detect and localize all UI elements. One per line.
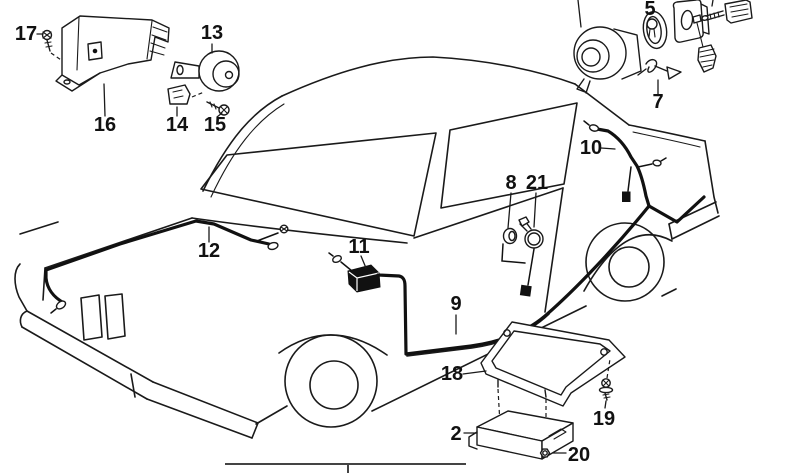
control-unit-2 bbox=[468, 410, 574, 460]
side-window bbox=[440, 102, 578, 209]
clamp-21 bbox=[518, 216, 544, 249]
screw-19 bbox=[598, 358, 614, 401]
part-label-21[interactable]: 21 bbox=[526, 172, 548, 194]
wire12-connector-right bbox=[267, 241, 279, 251]
car-body-outline bbox=[14, 56, 720, 439]
mounting-bracket-18 bbox=[480, 321, 626, 434]
windshield bbox=[200, 132, 437, 237]
kidney-grille-right bbox=[104, 293, 126, 340]
cover-panel-16 bbox=[55, 15, 170, 92]
bottom-table-border bbox=[225, 463, 466, 473]
nut-20 bbox=[539, 448, 551, 458]
callout-leader-lines bbox=[36, 33, 659, 454]
part-label-18[interactable]: 18 bbox=[441, 363, 463, 385]
wire10-connector-branch bbox=[652, 159, 662, 167]
lock-housing-4 bbox=[672, 0, 717, 73]
wire11-connector bbox=[332, 254, 342, 264]
part-label-11[interactable]: 11 bbox=[348, 236, 369, 258]
rubber-boot bbox=[697, 44, 717, 73]
part-label-20[interactable]: 20 bbox=[568, 444, 590, 466]
wiring-harnesses bbox=[44, 120, 706, 356]
key-6 bbox=[701, 0, 753, 24]
part-label-9[interactable]: 9 bbox=[450, 293, 461, 315]
wire12-screw bbox=[279, 224, 289, 234]
bracket-clip-14 bbox=[167, 84, 205, 105]
rear-wheel bbox=[585, 222, 665, 302]
wire-clip-7 bbox=[637, 59, 682, 80]
part-label-19[interactable]: 19 bbox=[593, 408, 615, 430]
part-label-2[interactable]: 2 bbox=[450, 423, 461, 445]
part-label-14[interactable]: 14 bbox=[166, 114, 189, 136]
wire10-plug bbox=[622, 191, 631, 202]
kidney-grille-left bbox=[80, 294, 103, 341]
part-label-15[interactable]: 15 bbox=[204, 114, 226, 136]
screw-17 bbox=[41, 29, 65, 63]
rear-harness-wire-10 bbox=[595, 127, 651, 208]
wire12-connector-left bbox=[55, 300, 67, 310]
part-label-7[interactable]: 7 bbox=[652, 91, 663, 113]
sensor-box-11 bbox=[347, 264, 381, 293]
seal-ring-5 bbox=[642, 10, 668, 50]
horn-13 bbox=[170, 50, 240, 92]
front-wheel bbox=[284, 334, 378, 428]
hood-harness-wire-12 bbox=[44, 219, 271, 305]
part-label-17[interactable]: 17 bbox=[15, 23, 37, 45]
lock-actuator bbox=[573, 0, 642, 94]
part-label-12[interactable]: 12 bbox=[198, 240, 220, 262]
door-switch-plug bbox=[519, 284, 532, 297]
rear-wheel-arch bbox=[583, 233, 673, 292]
grommet-8 bbox=[502, 227, 518, 245]
part-label-8[interactable]: 8 bbox=[505, 172, 516, 194]
part-label-5[interactable]: 5 bbox=[644, 0, 655, 20]
wire10-connector-upper bbox=[588, 124, 600, 132]
part-label-16[interactable]: 16 bbox=[94, 114, 116, 136]
screw-15 bbox=[206, 101, 230, 116]
part-label-10[interactable]: 10 bbox=[580, 137, 602, 159]
callout-labels: 17 16 13 14 15 12 11 9 8 21 10 5 7 18 2 … bbox=[15, 0, 664, 466]
part-label-13[interactable]: 13 bbox=[201, 22, 223, 44]
